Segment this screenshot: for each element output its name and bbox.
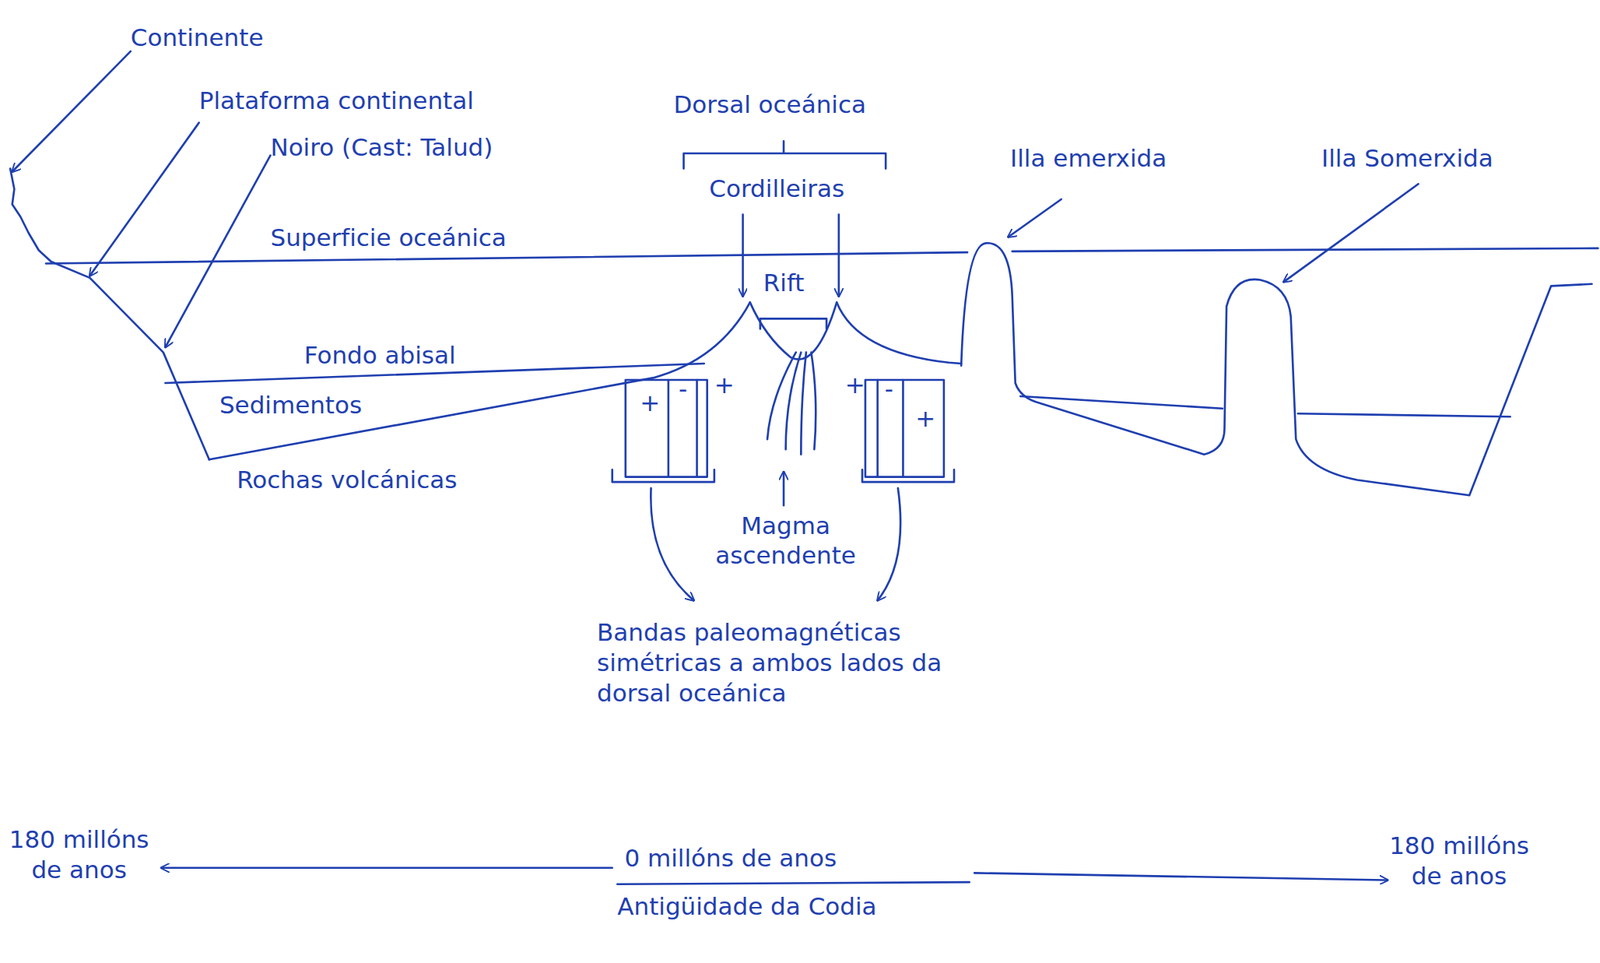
age-label: 180 millóns de anos [5, 824, 154, 885]
island-label: Illa Somerxida [1321, 143, 1494, 174]
band-lines [862, 379, 955, 482]
shelf-label: Plataforma continental [199, 85, 474, 116]
underline [617, 881, 969, 885]
ridge-label: Dorsal oceánica [673, 89, 867, 120]
slope-label: Noiro (Cast: Talud) [270, 132, 493, 163]
age-arrow [161, 866, 613, 869]
pointer-arrow [1007, 199, 1061, 238]
pointer-arrow [838, 214, 841, 297]
sediment-lines [1020, 396, 1510, 417]
pointer-arrow [741, 214, 744, 297]
age-label: 0 millóns de anos [624, 842, 837, 874]
magma-label: Magma ascendente [704, 510, 868, 572]
polarity-sign: + [639, 387, 660, 418]
range-label: Cordilleiras [708, 173, 845, 204]
rift-valley [750, 301, 837, 359]
ridge-right-flank [836, 301, 962, 364]
polarity-sign: - [678, 373, 688, 404]
continental-margin [10, 168, 210, 460]
island-label: Illa emerxida [1010, 143, 1167, 174]
surface-label: Superficie oceánica [270, 222, 506, 253]
magma-lines [767, 352, 816, 455]
ridge-bracket [684, 140, 887, 169]
pointer-arrow [650, 487, 694, 600]
continent-label: Continente [130, 22, 264, 53]
polarity-sign: + [714, 369, 735, 400]
pointer-arrow [164, 155, 271, 348]
sediment-label: Sedimentos [219, 389, 362, 421]
pointer-arrow [89, 122, 199, 277]
floor-label: Fondo abisal [304, 340, 457, 371]
age-label: 180 millóns de anos [1382, 830, 1537, 892]
rift-label: Rift [763, 267, 805, 299]
rift-bracket [760, 318, 827, 329]
pointer-arrow [782, 471, 786, 506]
axis-title: Antigüidade da Codia [617, 891, 877, 922]
polarity-sign: + [915, 403, 936, 434]
rock-label: Rochas volcánicas [236, 464, 457, 495]
polarity-sign: + [845, 369, 866, 400]
band-block [625, 379, 708, 478]
pointer-arrow [877, 487, 902, 600]
bands-note: Bandas paleomagnéticas simétricas a ambo… [596, 617, 975, 708]
age-arrow [974, 872, 1388, 880]
pointer-arrow [1284, 183, 1419, 282]
polarity-sign: - [884, 373, 894, 404]
pointer-arrow [12, 51, 131, 172]
band-lines [612, 379, 715, 482]
islands-profile [961, 242, 1592, 495]
